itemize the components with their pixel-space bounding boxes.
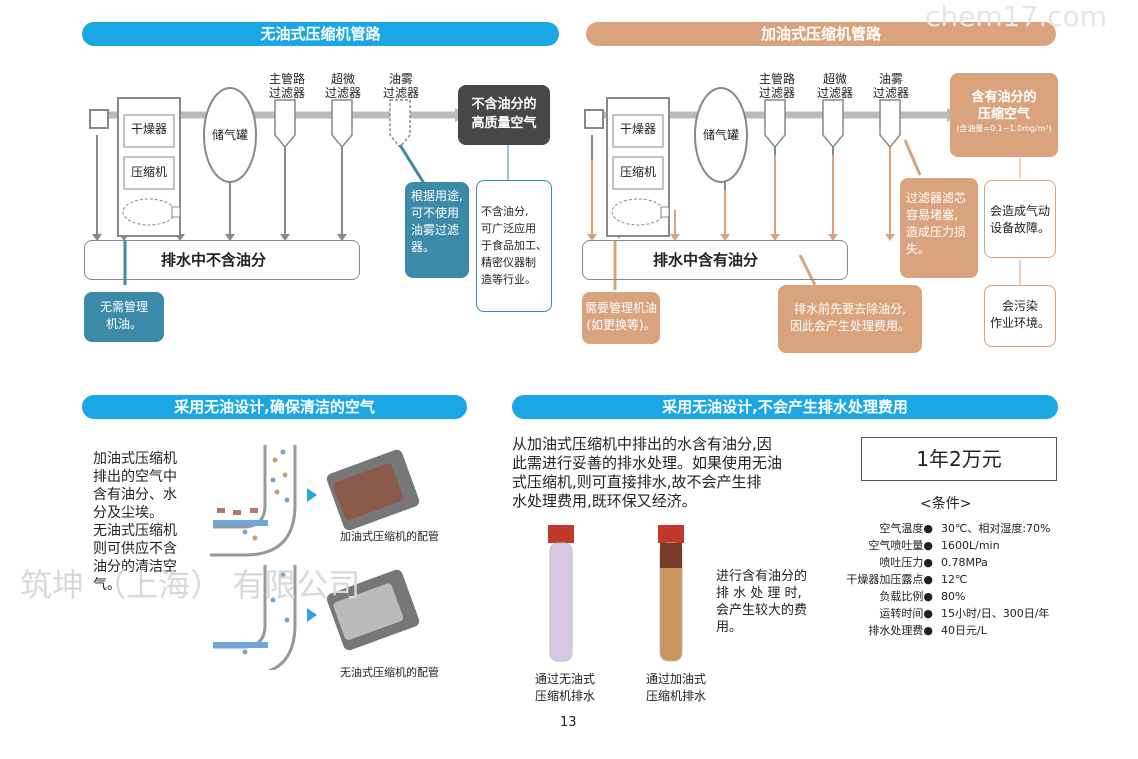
oil-management-note: 需要管理机油 (如更换等)。 (582, 292, 660, 344)
compressor-label: 压缩机 (130, 165, 167, 179)
mist-filter-optional-note: 根据用途, 可不使用 油雾过滤 器。 (405, 182, 469, 278)
condition-row: 排水处理费●40日元/L (868, 624, 987, 637)
conditions-title: <条件> (920, 496, 972, 512)
clean-air-header: 采用无油设计,确保清洁的空气 (82, 395, 467, 419)
annual-cost-box: 1年2万元 (861, 437, 1057, 481)
oilfree-usage-note: 不含油分, 可广泛应用 于食品加工、 精密仪器制 造等行业。 (476, 180, 552, 312)
condition-row: 干燥器加压露点●12℃ (846, 573, 968, 586)
oilfree-pipe-caption: 无油式压缩机的配管 (340, 666, 439, 679)
oiled-pipe-caption: 加油式压缩机的配管 (340, 530, 439, 543)
filter-ultra-label: 超微 过滤器 (816, 72, 853, 100)
filter-clog-note: 过滤器滤芯 容易堵塞, 造成压力损 失。 (900, 178, 978, 278)
condition-row: 空气喷吐量●1600L/min (868, 539, 1000, 552)
oiled-output-box: 含有油分的 压缩空气 (含油量=0.1~1.0mg/m³) (950, 73, 1058, 157)
conditions-list: 空气温度●30℃、相对湿度:70% 空气喷吐量●1600L/min 喷吐压力●0… (837, 520, 1067, 639)
test-tubes (548, 525, 684, 662)
condition-row: 负载比例●80% (879, 590, 966, 603)
oiled-piping-diagram (584, 87, 1021, 290)
oilfree-drain-label: 排水中不含油分 (161, 251, 267, 269)
company-watermark: 筑坤 （上海） 有限公司 (20, 566, 361, 604)
clean-air-text: 加油式压缩机 排出的空气中 含有油分、水 分及尘埃。 无油式压缩机 则可供应不含… (93, 451, 177, 593)
filter-main-label: 主管路 过滤器 (268, 72, 305, 100)
environment-note: 会污染 作业环境。 (984, 285, 1056, 347)
oilfree-piping-header: 无油式压缩机管路 (82, 22, 559, 46)
oiled-drain-label: 排水中含有油分 (653, 251, 759, 269)
filter-mist-label: 油雾 过滤器 (382, 72, 419, 100)
oiled-piping-header: 加油式压缩机管路 (586, 22, 1056, 46)
page-number: 13 (560, 715, 577, 730)
filter-mist-label: 油雾 过滤器 (872, 72, 909, 100)
dryer-label: 干燥器 (619, 122, 656, 136)
oilfree-drain-box: 排水中不含油分 (84, 240, 360, 280)
compressor-label: 压缩机 (619, 165, 656, 179)
condition-row: 运转时间●15小时/日、300日/年 (879, 607, 1050, 620)
oiled-output-label: 含有油分的 压缩空气 (971, 90, 1037, 122)
tube-oiled-caption: 通过加油式 压缩机排水 (645, 672, 706, 703)
site-watermark: chem17.com (925, 0, 1107, 33)
drain-cost-note: 排水前先要去除油分, 因此会产生处理费用。 (778, 285, 922, 353)
no-oil-management-note: 无需管理 机油。 (84, 292, 164, 342)
oiled-drain-box: 排水中含有油分 (582, 240, 848, 280)
drain-cost-text: 从加油式压缩机中排出的水含有油分,因 此需进行妥善的排水处理。如果使用无油 式压… (512, 435, 783, 510)
oilfree-output-box: 不含油分的 高质量空气 (458, 85, 550, 145)
filter-main-label: 主管路 过滤器 (758, 72, 795, 100)
tank-label: 储气罐 (702, 128, 739, 142)
dryer-label: 干燥器 (130, 122, 167, 136)
device-fault-note: 会造成气动 设备故障。 (984, 180, 1056, 258)
tank-label: 储气罐 (211, 128, 248, 142)
annual-cost-value: 1年2万元 (916, 447, 1002, 471)
tube-oilfree-caption: 通过无油式 压缩机排水 (534, 672, 595, 703)
condition-row: 喷吐压力●0.78MPa (879, 556, 988, 569)
pipe-illustrations (210, 445, 420, 670)
oilfree-piping-diagram (89, 87, 509, 285)
oil-drain-cost-note: 进行含有油分的 排 水 处 理 时, 会产生较大的费 用。 (716, 569, 808, 635)
drain-cost-header: 采用无油设计,不会产生排水处理费用 (512, 395, 1058, 419)
condition-row: 空气温度●30℃、相对湿度:70% (879, 522, 1051, 535)
filter-ultra-label: 超微 过滤器 (324, 72, 361, 100)
oil-content-label: (含油量=0.1~1.0mg/m³) (956, 124, 1052, 133)
